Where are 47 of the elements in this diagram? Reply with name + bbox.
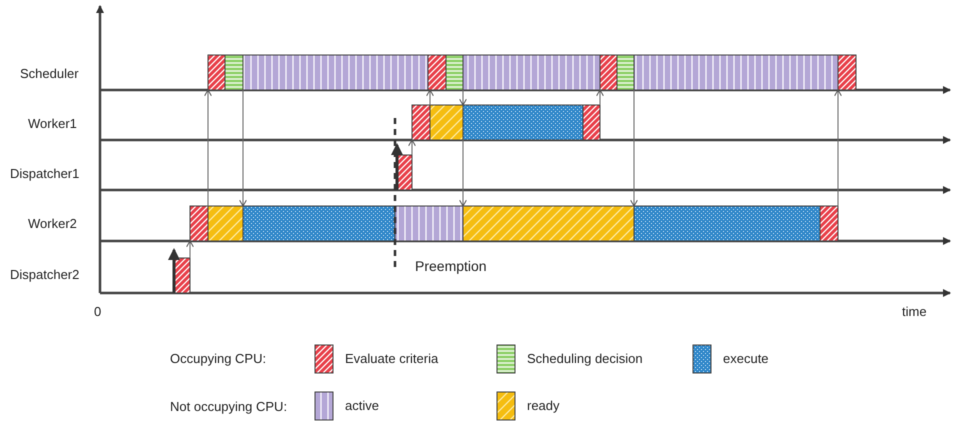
decision-bar bbox=[616, 54, 634, 90]
arrow bbox=[630, 90, 638, 206]
legend-label: Scheduling decision bbox=[527, 351, 643, 367]
criteria-bar bbox=[820, 206, 838, 242]
arrow bbox=[834, 90, 842, 206]
criteria-bar bbox=[208, 54, 226, 90]
arrow bbox=[459, 140, 467, 206]
arrow bbox=[596, 90, 604, 106]
row-label: Worker1 bbox=[28, 116, 77, 132]
active-bar bbox=[242, 54, 428, 90]
criteria-bar bbox=[190, 206, 208, 242]
criteria-bar bbox=[838, 54, 856, 90]
tick-label: 0 bbox=[94, 304, 102, 320]
execute-bar bbox=[462, 104, 584, 140]
active-bar bbox=[634, 54, 838, 90]
legend-heading: Not occupying CPU: bbox=[170, 399, 288, 415]
row-label: Dispatcher2 bbox=[10, 267, 80, 283]
row-label: Scheduler bbox=[20, 66, 79, 82]
legend-label: ready bbox=[527, 398, 560, 414]
active-bar bbox=[462, 54, 600, 90]
ready-bar bbox=[462, 206, 634, 242]
execute-bar bbox=[634, 206, 820, 242]
decision-bar bbox=[446, 54, 464, 90]
active-bar bbox=[394, 206, 464, 242]
criteria-bar bbox=[412, 104, 430, 140]
row-label: Dispatcher1 bbox=[10, 166, 80, 182]
row-label: Worker2 bbox=[28, 216, 77, 232]
ready-bar bbox=[430, 104, 464, 140]
arrow bbox=[459, 90, 467, 106]
arrow bbox=[204, 90, 212, 206]
axis-label: time bbox=[902, 304, 927, 320]
legend-heading: Occupying CPU: bbox=[170, 351, 266, 367]
criteria-bar bbox=[582, 104, 600, 140]
criteria-bar bbox=[398, 154, 412, 190]
arrow bbox=[239, 90, 247, 206]
arrow bbox=[426, 90, 434, 106]
ready-bar bbox=[208, 206, 244, 242]
arrow bbox=[408, 140, 416, 156]
execute-bar bbox=[242, 206, 396, 242]
criteria-bar bbox=[428, 54, 446, 90]
legend-label: Evaluate criteria bbox=[345, 351, 438, 367]
legend-label: active bbox=[345, 398, 379, 414]
decision-bar bbox=[224, 54, 244, 90]
legend-label: execute bbox=[723, 351, 769, 367]
arrow bbox=[186, 240, 194, 258]
annotation-label: Preemption bbox=[415, 258, 487, 274]
criteria-bar bbox=[600, 54, 618, 90]
